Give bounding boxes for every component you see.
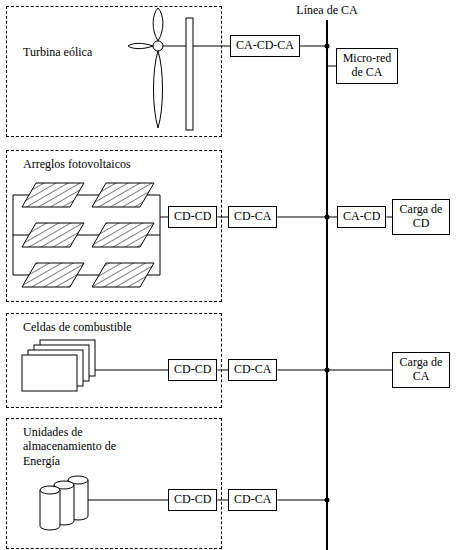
bus-tap <box>277 499 327 500</box>
box-label: CD-CD <box>174 210 211 224</box>
bus-tap <box>327 216 337 217</box>
converter-box: CD-CA <box>228 489 277 511</box>
converter-box: CD-CA <box>228 359 277 381</box>
box-label: CD-CA <box>234 363 271 377</box>
box-label: CD-CD <box>174 363 211 377</box>
converter-box: CA-CD <box>337 206 386 228</box>
connector <box>217 216 228 217</box>
wind-turbine <box>128 8 222 130</box>
box-label: CD-CA <box>234 493 271 507</box>
load-box: Carga de CA <box>392 352 450 388</box>
group-title: Arreglos fotovoltaicos <box>23 157 131 171</box>
box-label: CA-CD-CA <box>236 39 294 53</box>
converter-box: CD-CD <box>168 359 217 381</box>
source-group: Turbina eólica <box>6 6 222 137</box>
load-box: Carga de CD <box>392 199 450 235</box>
bus-tap <box>327 370 392 371</box>
fuel-cell-stack <box>22 340 168 391</box>
ac-bus <box>326 20 328 550</box>
group-title: Turbina eólica <box>23 45 92 59</box>
group-title: Unidades de almacenamiento de Energía <box>23 425 141 468</box>
box-label: Carga de CA <box>398 356 444 384</box>
converter-box: CA-CD-CA <box>230 35 300 57</box>
group-title: Celdas de combustible <box>23 320 132 334</box>
bus-tap <box>327 66 336 67</box>
connector <box>222 45 230 46</box>
converter-box: CD-CD <box>168 206 217 228</box>
bus-tap <box>277 216 327 217</box>
box-label: Micro-red de CA <box>342 52 392 80</box>
source-group: Celdas de combustibleCD-CD <box>6 313 222 408</box>
source-group: Unidades de almacenamiento de EnergíaCD-… <box>6 418 222 549</box>
converter-box: CD-CA <box>228 206 277 228</box>
bus-label: Línea de CA <box>294 3 359 17</box>
converter-box: CD-CD <box>168 489 217 511</box>
box-label: Carga de CD <box>398 203 444 231</box>
connector <box>217 369 228 370</box>
connector <box>217 499 228 500</box>
bus-tap <box>300 45 327 46</box>
box-label: CD-CA <box>234 210 271 224</box>
bus-tap <box>277 369 327 370</box>
source-group: Arreglos fotovoltaicosCD-CD <box>6 150 222 302</box>
storage-cylinders <box>40 476 168 530</box>
pv-panels <box>13 183 168 287</box>
box-label: CD-CD <box>174 493 211 507</box>
box-label: CA-CD <box>343 210 380 224</box>
microgrid-box: Micro-red de CA <box>336 48 398 84</box>
